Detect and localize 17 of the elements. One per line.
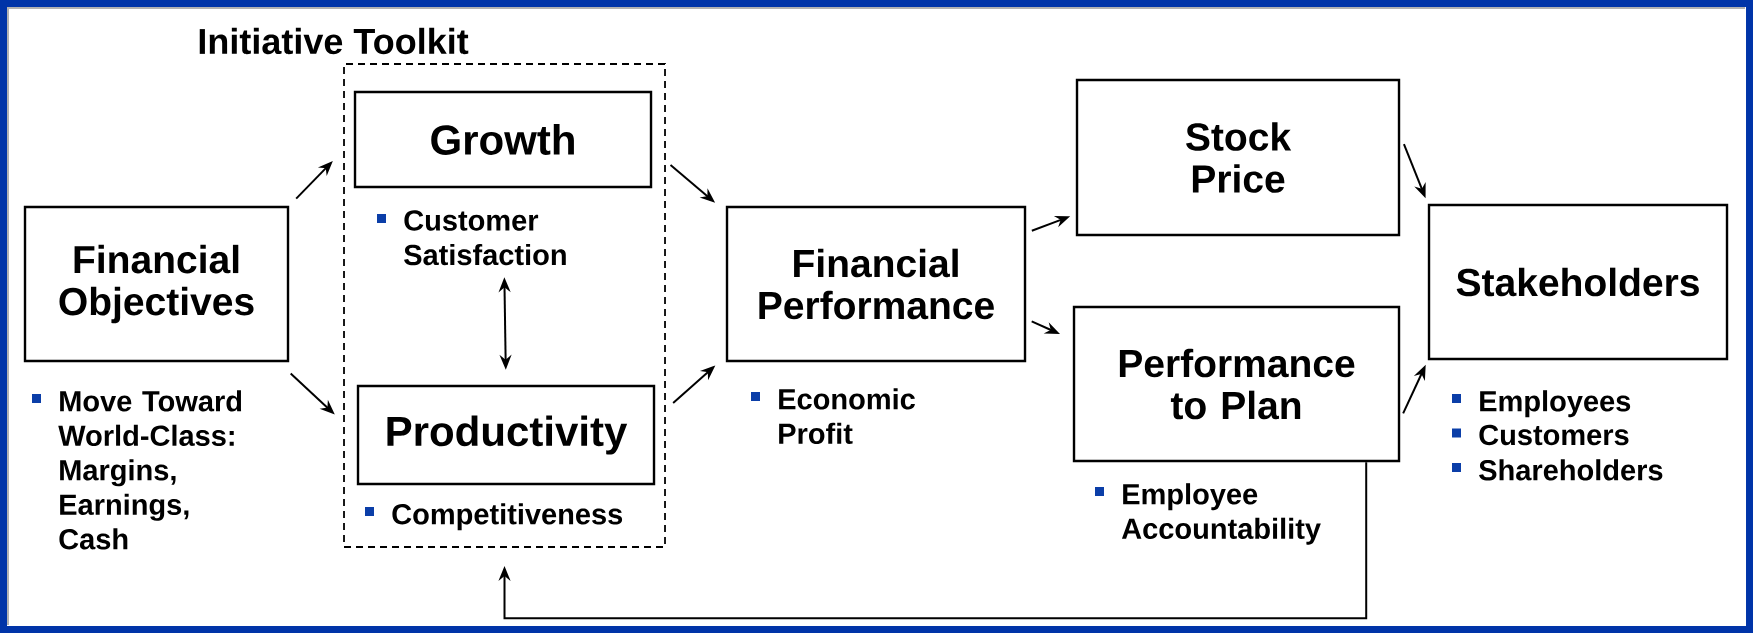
group-title: Initiative Toolkit <box>199 27 469 55</box>
process-box: Productivity <box>356 384 656 486</box>
arrow <box>498 461 1368 620</box>
bullet-item: Employee Accountability <box>1095 483 1321 545</box>
process-box: Financial Objectives <box>23 205 290 363</box>
bullet-item: Move Toward World-Class: Margins, Earnings, Cash <box>32 390 242 550</box>
bullet-item: Shareholders <box>1452 459 1663 481</box>
bullet-item: Economic Profit <box>751 388 915 444</box>
process-box: Performance to Plan <box>1072 305 1401 463</box>
process-box: Growth <box>353 90 653 189</box>
bullet-item: Competitiveness <box>365 503 623 531</box>
process-box: Stock Price <box>1075 78 1401 237</box>
bullet-item: Employees <box>1452 390 1631 418</box>
process-box: Stakeholders <box>1427 203 1729 361</box>
bullet-item: Customers <box>1452 424 1629 446</box>
process-box: Financial Performance <box>725 205 1027 363</box>
bullet-item: Customer Satisfaction <box>377 210 566 266</box>
